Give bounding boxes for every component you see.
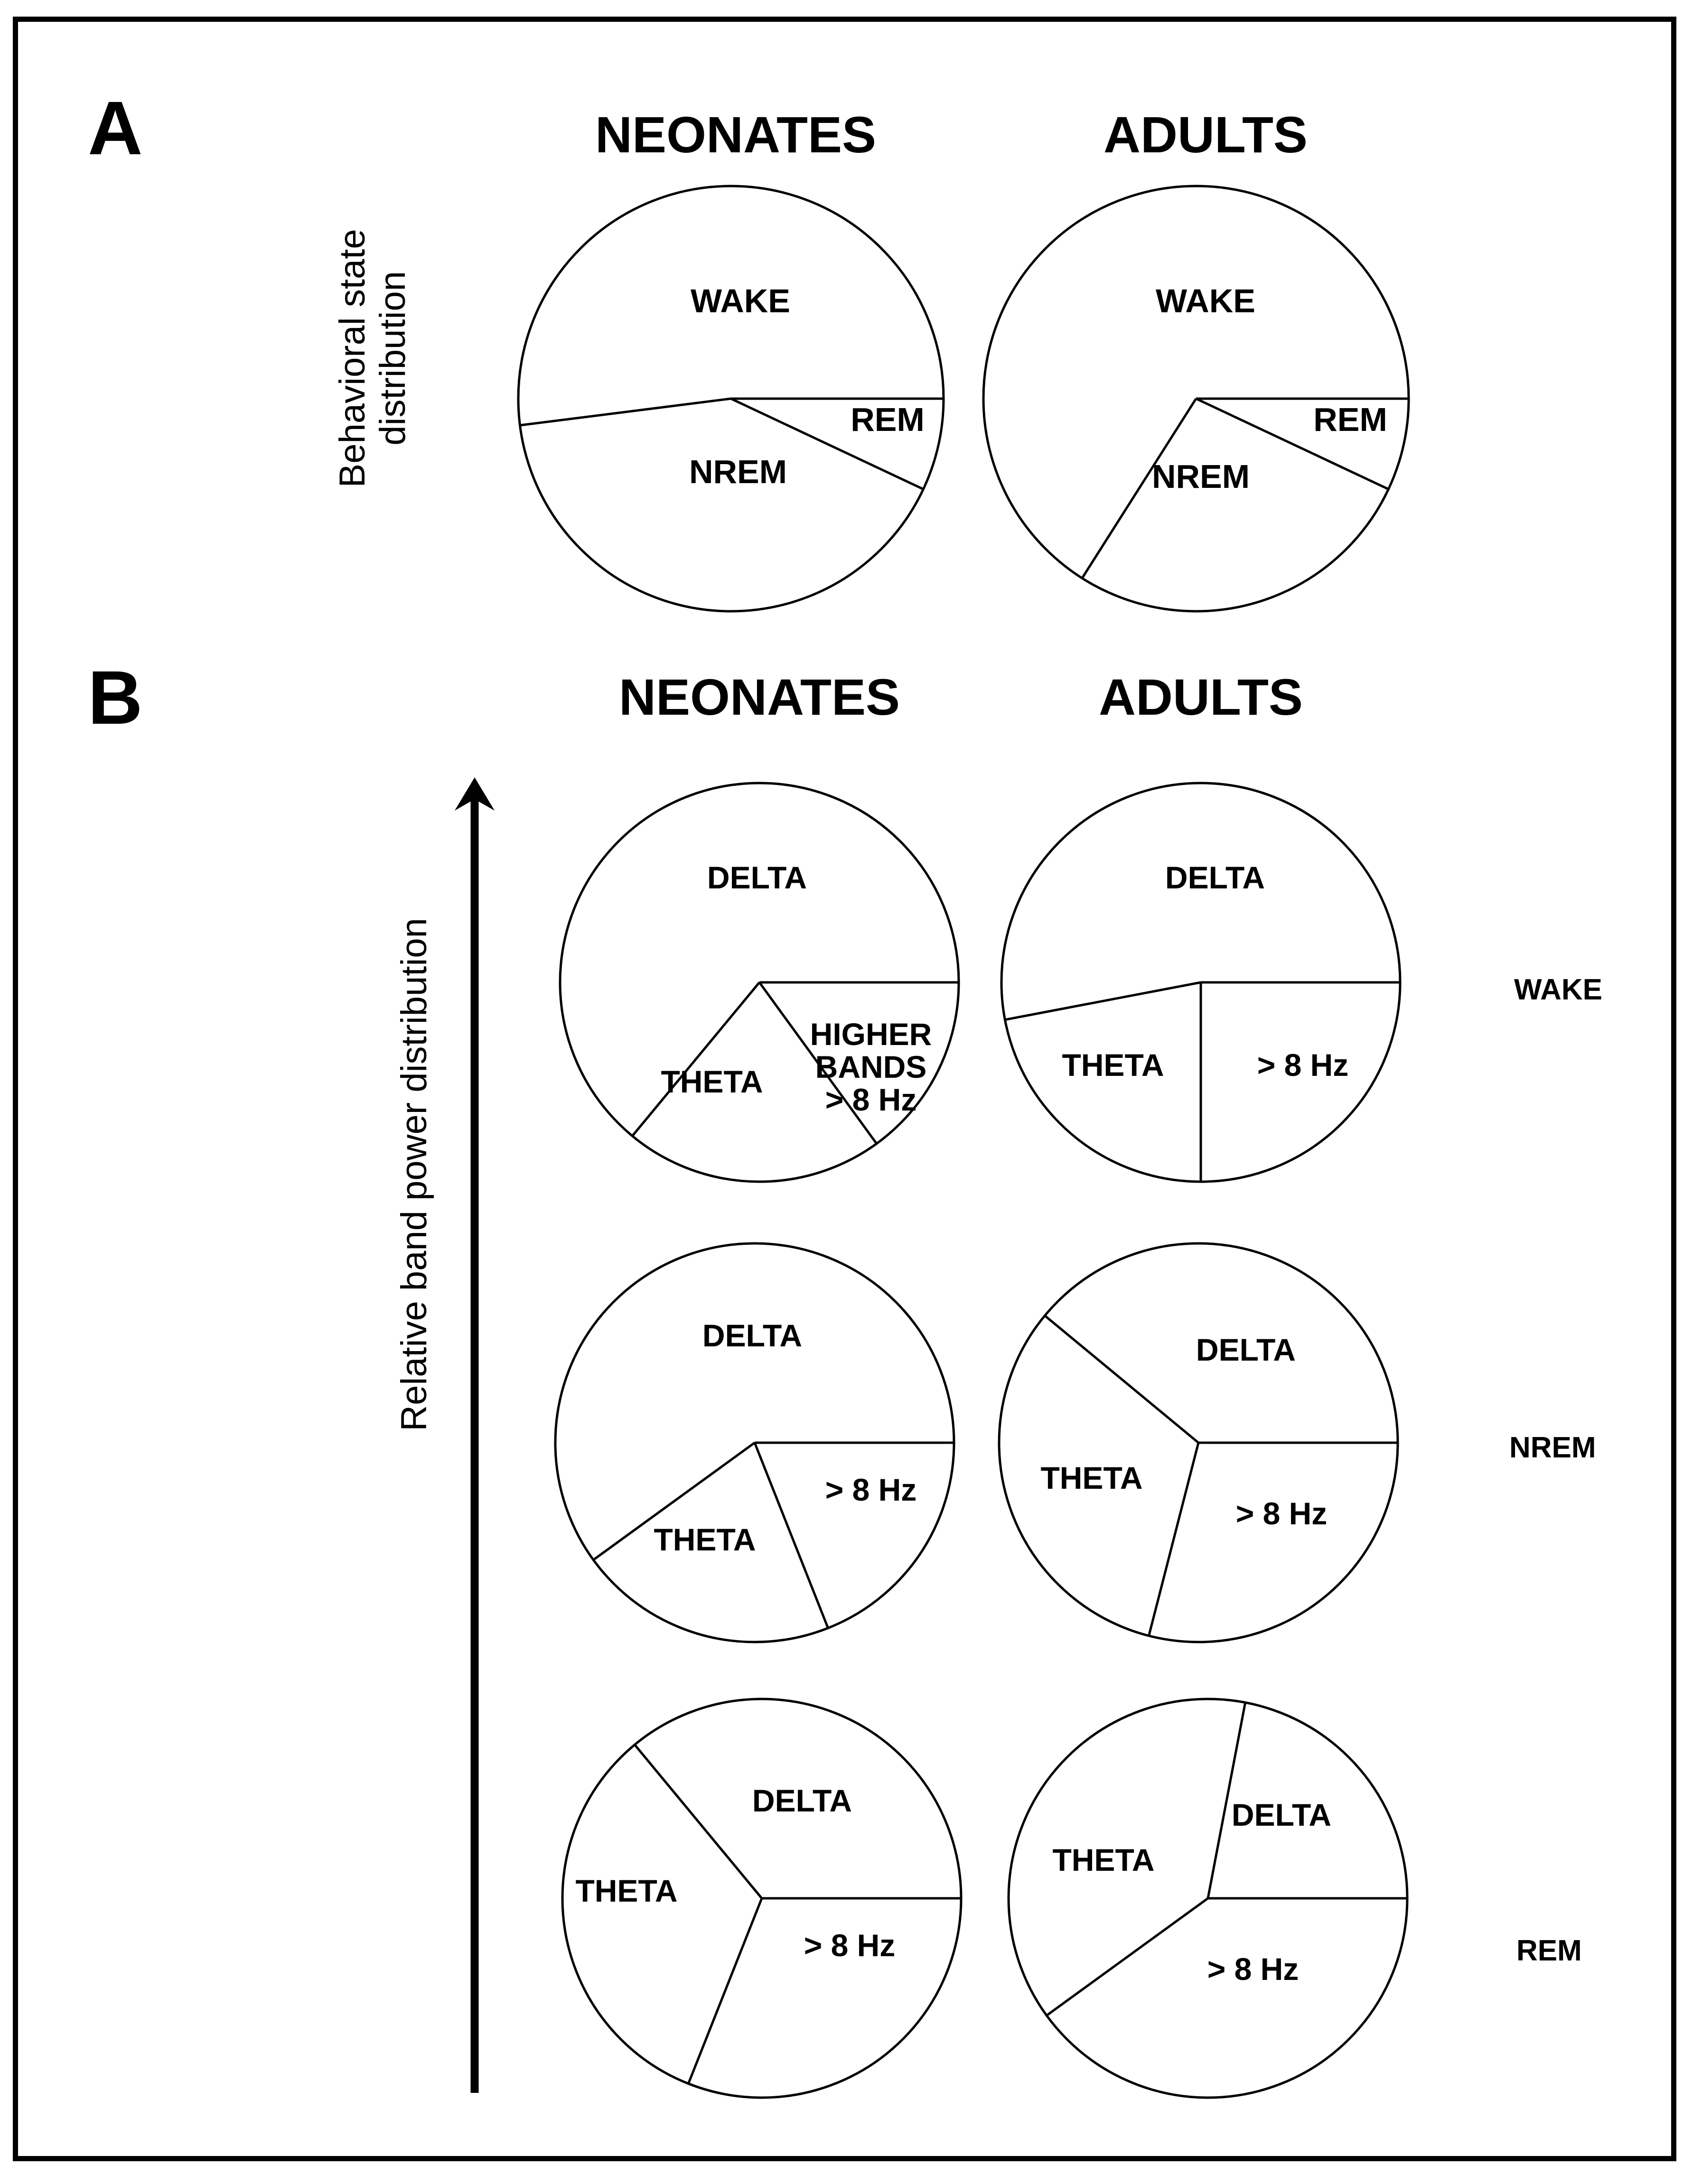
pie-divider-1	[520, 397, 731, 427]
panel-b-letter: B	[88, 655, 143, 740]
pie-chart-b-nrem-adults	[994, 1239, 1403, 1647]
pie-divider-1	[1206, 1702, 1247, 1899]
pie-divider-1	[1004, 981, 1201, 1021]
pie-chart-b-nrem-neonates	[551, 1239, 959, 1647]
panel-a-axis-label: Behavioral state distribution	[332, 164, 413, 553]
pie-divider-1	[631, 981, 760, 1137]
panel-a-letter: A	[88, 85, 143, 170]
row-label-rem: REM	[1516, 1934, 1582, 1967]
pie-divider-2	[1148, 1442, 1200, 1636]
panel-a-axis-label-line1: Behavioral state	[332, 229, 373, 488]
pie-divider-1	[1044, 1315, 1199, 1444]
figure-border	[13, 17, 1676, 2161]
pie-divider-2	[1046, 1897, 1209, 2016]
pie-divider-2	[1195, 397, 1389, 491]
up-arrow-icon	[455, 777, 495, 2093]
pie-chart-b-rem-neonates	[558, 1694, 966, 2102]
pie-divider-2	[758, 981, 878, 1145]
pie-divider-2	[753, 1442, 829, 1629]
row-label-nrem: NREM	[1509, 1431, 1596, 1464]
panel-a-header-neonates: NEONATES	[595, 106, 877, 163]
pie-chart-b-rem-adults	[1004, 1694, 1412, 2102]
panel-b-header-adults: ADULTS	[1099, 668, 1303, 726]
pie-chart-b-wake-adults	[997, 778, 1405, 1186]
panel-a-axis-label-line2: distribution	[373, 271, 413, 446]
pie-divider-1	[592, 1441, 756, 1561]
row-label-wake: WAKE	[1514, 973, 1602, 1006]
pie-divider-1	[1081, 398, 1197, 579]
pie-chart-a-neonates	[514, 181, 948, 616]
panel-b-axis-label: Relative band power distribution	[394, 918, 434, 1431]
pie-chart-b-wake-neonates	[555, 778, 963, 1186]
pie-divider-2	[687, 1898, 763, 2084]
pie-chart-a-adults	[979, 181, 1413, 616]
panel-b-header-neonates: NEONATES	[618, 668, 900, 726]
pie-divider-2	[730, 397, 924, 491]
pie-divider-1	[634, 1744, 763, 1899]
panel-a-header-adults: ADULTS	[1103, 106, 1308, 163]
